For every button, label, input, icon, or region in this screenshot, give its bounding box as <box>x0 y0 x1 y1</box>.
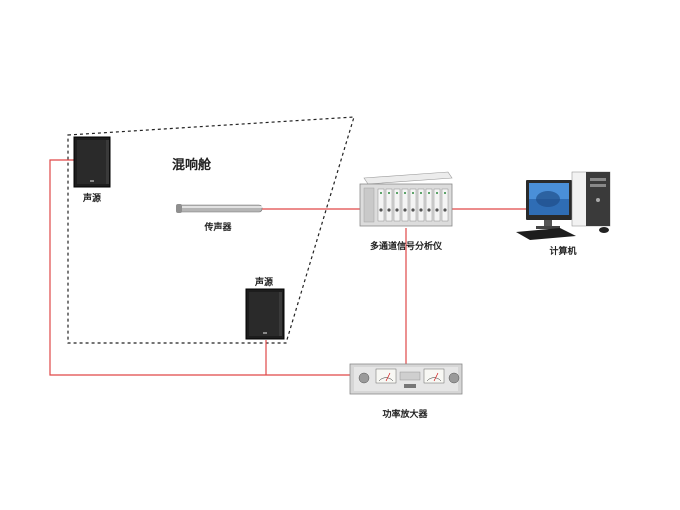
amplifier-label: 功率放大器 <box>382 410 428 420</box>
analyzer-label: 多通道信号分析仪 <box>369 242 443 252</box>
speaker-top-label: 声源 <box>82 194 102 204</box>
speaker-top <box>73 136 111 188</box>
wiring <box>49 159 526 376</box>
wire-amplifier-to-top-source <box>49 159 360 376</box>
speaker-bottom <box>245 288 285 340</box>
power-amplifier <box>349 363 463 395</box>
computer <box>516 171 611 240</box>
speaker-bottom-label: 声源 <box>254 278 274 288</box>
computer-label: 计算机 <box>549 247 577 257</box>
reverberation-chamber-outline <box>67 116 355 344</box>
microphone <box>176 204 263 213</box>
microphone-label: 传声器 <box>204 223 232 233</box>
chamber-title: 混响舱 <box>172 158 212 173</box>
multichannel-analyzer <box>359 171 453 227</box>
